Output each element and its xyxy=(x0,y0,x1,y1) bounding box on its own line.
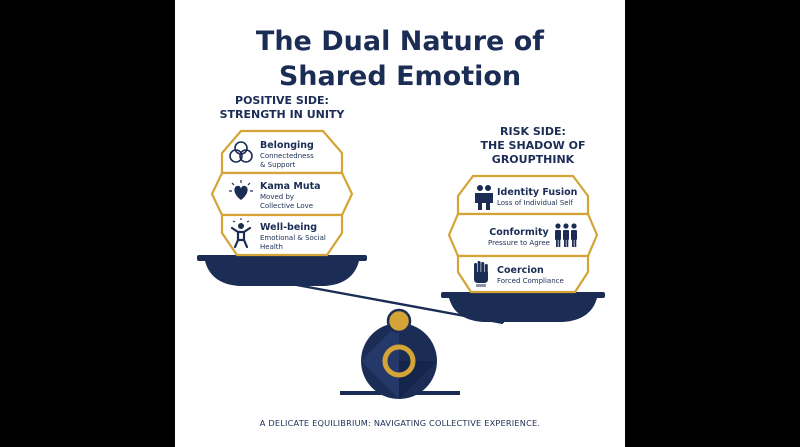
fulcrum-facet xyxy=(361,323,399,399)
kama-muta-label: Kama Muta Moved by Collective Love xyxy=(260,181,321,211)
footer-caption: A DELICATE EQUILIBRIUM: NAVIGATING COLLE… xyxy=(259,418,541,428)
belonging-desc-1: Connectedness xyxy=(260,152,314,160)
balance-scale-diagram xyxy=(197,129,605,399)
fulcrum xyxy=(340,308,460,399)
positive-heading-line-1: POSITIVE SIDE: xyxy=(235,94,329,107)
risk-stack xyxy=(447,174,599,294)
left-pan-bowl xyxy=(205,261,359,286)
coercion-desc: Forced Compliance xyxy=(497,277,564,285)
well-being-label: Well-being Emotional & Social Health xyxy=(260,222,326,252)
risk-heading-line-2: THE SHADOW OF xyxy=(480,139,586,152)
radiant-heart-icon xyxy=(229,180,253,200)
left-pan xyxy=(197,255,367,286)
identity-fusion-label: Identity Fusion Loss of Individual Self xyxy=(497,187,577,208)
belonging-desc-2: & Support xyxy=(260,161,296,169)
well-being-block xyxy=(220,213,344,257)
three-circles-icon xyxy=(229,141,253,163)
pivot-knob xyxy=(386,308,412,334)
identity-fusion-name: Identity Fusion xyxy=(497,187,578,198)
coercion-name: Coercion xyxy=(497,265,544,276)
title-line-2: Shared Emotion xyxy=(278,61,522,92)
kama-muta-desc-2: Collective Love xyxy=(260,202,314,210)
joyful-person-icon xyxy=(230,218,252,249)
fulcrum-gold-ring xyxy=(382,344,416,378)
coercion-label: Coercion Forced Compliance xyxy=(497,265,564,286)
identity-fusion-desc: Loss of Individual Self xyxy=(497,199,574,207)
well-being-desc-2: Health xyxy=(260,243,283,251)
conformity-name: Conformity xyxy=(489,227,549,238)
kama-muta-desc-1: Moved by xyxy=(260,193,295,201)
positive-heading-line-2: STRENGTH IN UNITY xyxy=(219,108,345,121)
infographic-panel: The Dual Nature of Shared Emotion POSITI… xyxy=(175,0,625,447)
right-pan xyxy=(441,292,605,322)
title-line-1: The Dual Nature of xyxy=(255,26,545,57)
risk-heading-line-1: RISK SIDE: xyxy=(500,125,566,138)
coercion-block xyxy=(456,254,590,294)
well-being-name: Well-being xyxy=(260,222,318,233)
well-being-desc-1: Emotional & Social xyxy=(260,234,326,242)
right-pan-rim xyxy=(441,292,605,298)
raised-hand-icon xyxy=(474,261,488,287)
left-pan-rim xyxy=(197,255,367,261)
risk-side-heading: RISK SIDE: THE SHADOW OF GROUPTHINK xyxy=(463,125,603,167)
page-title: The Dual Nature of Shared Emotion xyxy=(175,24,625,94)
conformity-label: Conformity Pressure to Agree xyxy=(485,227,553,248)
fused-people-icon xyxy=(475,185,493,210)
positive-side-heading: POSITIVE SIDE: STRENGTH IN UNITY xyxy=(197,94,367,122)
risk-heading-line-3: GROUPTHINK xyxy=(491,153,575,166)
kama-muta-name: Kama Muta xyxy=(260,181,321,192)
right-pan-bowl xyxy=(449,298,597,322)
belonging-label: Belonging Connectedness & Support xyxy=(260,140,314,170)
belonging-name: Belonging xyxy=(260,140,314,151)
conformity-desc: Pressure to Agree xyxy=(488,239,550,247)
three-people-icon xyxy=(555,223,577,247)
positive-stack xyxy=(210,129,354,257)
